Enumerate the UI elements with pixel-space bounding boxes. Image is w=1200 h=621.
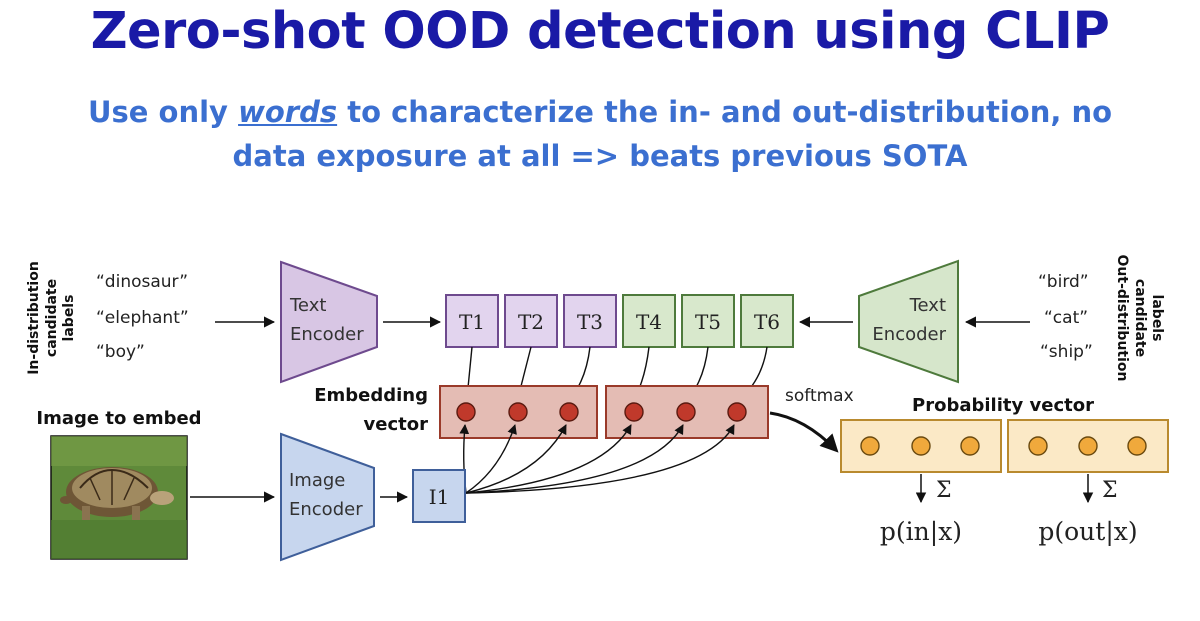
in-label-elephant: “elephant”	[96, 308, 189, 328]
image-caption: Image to embed	[36, 408, 201, 429]
image-encoder-line2: Encoder	[289, 499, 363, 520]
in-caption-line2: candidate	[44, 279, 60, 357]
in-label-boy: “boy”	[96, 342, 145, 362]
out-label-ship: “ship”	[1040, 342, 1093, 362]
text-encoder-in-line1: Text	[289, 295, 326, 316]
softmax-label: softmax	[785, 386, 854, 406]
tokens-out: T4 T5 T6	[622, 294, 794, 348]
subtitle-post: to characterize the in- and out-distribu…	[337, 95, 1113, 129]
sum-in-symbol: Σ	[936, 478, 952, 503]
probability-dots	[860, 436, 1147, 456]
token-t1-label: T1	[459, 310, 485, 334]
image-token-i1-label: I1	[429, 485, 450, 509]
text-encoder-out-shape	[858, 259, 959, 384]
softmax-arrow	[769, 411, 839, 453]
in-distribution-caption: In-distribution candidate labels	[26, 261, 77, 375]
page-subtitle: Use only words to characterize the in- a…	[0, 90, 1200, 178]
token-t5-label: T5	[695, 310, 721, 334]
out-caption-line2: candidate	[1132, 279, 1148, 357]
tokens-in: T1 T2 T3	[445, 294, 617, 348]
out-label-cat: “cat”	[1044, 308, 1088, 328]
in-caption-line1: In-distribution	[26, 261, 42, 375]
embedding-dots	[456, 402, 747, 422]
out-distribution-caption: Out-distribution candidate labels	[1114, 255, 1165, 382]
p-in-formula: p(in|x)	[880, 517, 962, 547]
in-label-dinosaur: “dinosaur”	[96, 272, 188, 292]
embedding-label-line1: Embedding	[314, 385, 428, 406]
text-encoder-in-line2: Encoder	[290, 324, 364, 345]
token-t6-label: T6	[754, 310, 780, 334]
out-label-bird: “bird”	[1038, 272, 1089, 292]
image-encoder-line1: Image	[289, 470, 345, 491]
image-token-arrows	[459, 424, 735, 494]
text-encoder-out-line1: Text	[909, 295, 946, 316]
subtitle-pre: Use only	[87, 95, 239, 129]
out-caption-line1: Out-distribution	[1114, 255, 1130, 382]
token-t4-label: T4	[636, 310, 662, 334]
token-t4	[622, 294, 676, 348]
text-encoder-out-line2: Encoder	[872, 324, 946, 345]
token-t3	[563, 294, 617, 348]
token-t2	[504, 294, 558, 348]
image-encoder-shape	[280, 432, 375, 562]
probability-label: Probability vector	[912, 395, 1094, 416]
sum-out-symbol: Σ	[1102, 478, 1118, 503]
image-token-i1	[412, 469, 466, 523]
token-t3-label: T3	[577, 310, 603, 334]
token-t2-label: T2	[518, 310, 544, 334]
page-title: Zero-shot OOD detection using CLIP	[90, 2, 1110, 61]
embedding-label-line2: vector	[364, 414, 429, 435]
token-t5	[681, 294, 735, 348]
token-t6	[740, 294, 794, 348]
out-caption-line3: labels	[1149, 295, 1165, 342]
in-caption-line3: labels	[61, 295, 77, 342]
tortoise-image	[50, 435, 188, 560]
subtitle-line2: data exposure at all => beats previous S…	[232, 139, 968, 173]
subtitle-emphasis: words	[238, 95, 338, 129]
text-encoder-in-shape	[280, 260, 378, 384]
p-out-formula: p(out|x)	[1038, 517, 1137, 547]
